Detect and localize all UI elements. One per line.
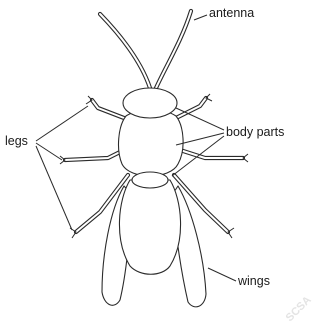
label-body-parts: body parts bbox=[226, 125, 284, 139]
thorax bbox=[119, 110, 184, 176]
antennae bbox=[100, 11, 191, 88]
label-antenna: antenna bbox=[209, 6, 254, 20]
label-legs: legs bbox=[5, 134, 28, 148]
watermark: SCSA bbox=[284, 294, 314, 324]
abdomen bbox=[119, 180, 180, 274]
label-wings: wings bbox=[237, 274, 270, 288]
head bbox=[123, 88, 177, 118]
waist bbox=[132, 172, 168, 188]
